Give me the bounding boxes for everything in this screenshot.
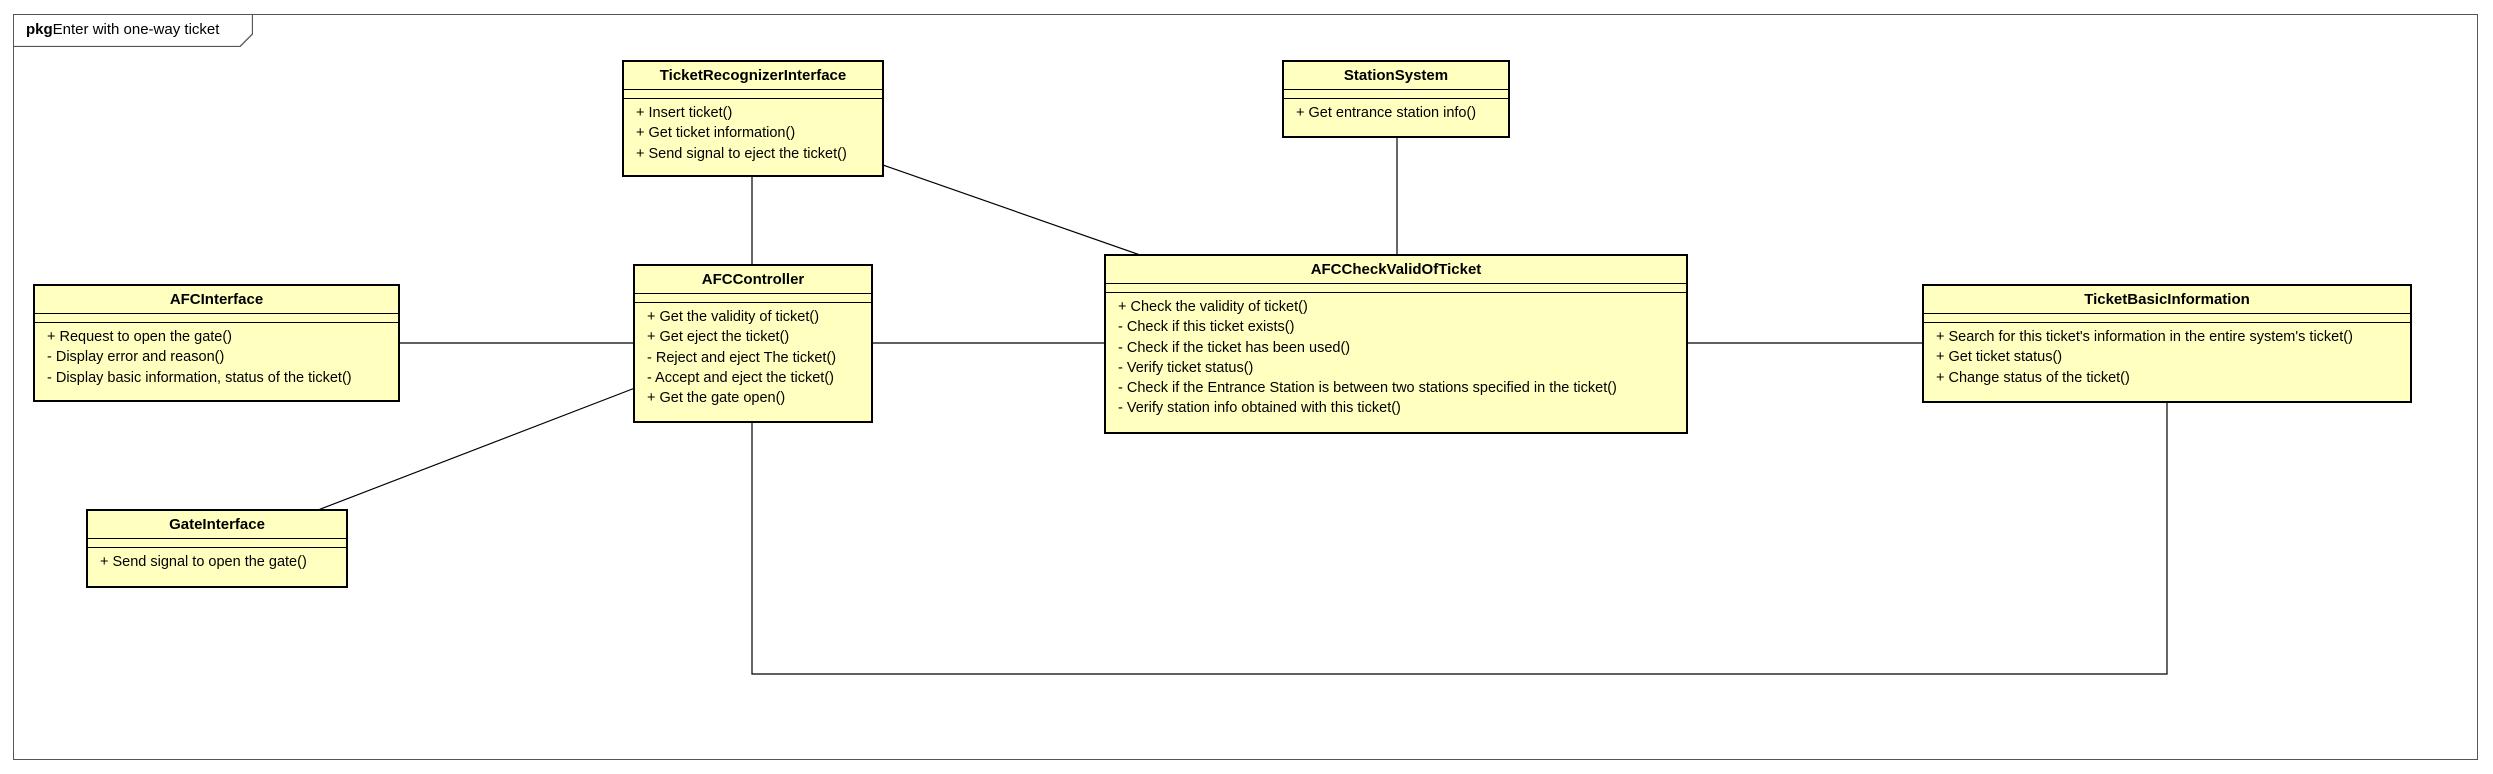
- operation: + Get the gate open(): [647, 390, 786, 407]
- operation: - Display basic information, status of t…: [47, 369, 352, 386]
- package-name: Enter with one-way ticket: [52, 21, 220, 38]
- attributes-compartment: [1284, 90, 1508, 99]
- link-controller-gate: [317, 387, 636, 511]
- operation: - Display error and reason(): [47, 349, 225, 366]
- package-label: pkgEnter with one-way ticket: [26, 21, 219, 38]
- link-controller-basicinfo: [751, 402, 2168, 675]
- attributes-compartment: [1924, 314, 2410, 323]
- class-afc-check-valid-of-ticket[interactable]: AFCCheckValidOfTicket + Check the validi…: [1104, 254, 1688, 434]
- class-name: AFCController: [635, 266, 871, 294]
- package-tab: [13, 14, 253, 47]
- operation: + Change status of the ticket(): [1936, 369, 2130, 386]
- class-ticket-basic-information[interactable]: TicketBasicInformation + Search for this…: [1922, 284, 2412, 403]
- class-name: StationSystem: [1284, 62, 1508, 90]
- operation: + Insert ticket(): [636, 105, 733, 121]
- operation: + Search for this ticket's information i…: [1936, 329, 2353, 345]
- operation: - Check if the ticket has been used(): [1118, 339, 1351, 356]
- class-name: TicketBasicInformation: [1924, 286, 2410, 314]
- operation: + Get entrance station info(): [1296, 105, 1477, 121]
- package-frame: [13, 14, 2478, 760]
- operations-compartment: + Get entrance station info(): [1284, 99, 1508, 123]
- operation: + Check the validity of ticket(): [1118, 299, 1308, 315]
- class-afc-interface[interactable]: AFCInterface + Request to open the gate(…: [33, 284, 400, 402]
- operations-compartment: + Send signal to open the gate(): [88, 548, 346, 572]
- operation: - Reject and eject The ticket(): [647, 349, 837, 366]
- operation: + Request to open the gate(): [47, 329, 233, 345]
- operation: - Accept and eject the ticket(): [647, 369, 834, 386]
- attributes-compartment: [88, 539, 346, 548]
- operation: - Check if this ticket exists(): [1118, 319, 1295, 336]
- operation: + Get ticket status(): [1936, 349, 2063, 366]
- operation: - Verify station info obtained with this…: [1118, 400, 1401, 417]
- operation: + Get ticket information(): [636, 125, 796, 142]
- attributes-compartment: [624, 90, 882, 99]
- class-station-system[interactable]: StationSystem + Get entrance station inf…: [1282, 60, 1510, 138]
- operations-compartment: + Request to open the gate() - Display e…: [35, 323, 398, 388]
- operations-compartment: + Search for this ticket's information i…: [1924, 323, 2410, 388]
- class-name: TicketRecognizerInterface: [624, 62, 882, 90]
- operation: - Check if the Entrance Station is betwe…: [1118, 380, 1617, 397]
- operation: + Send signal to eject the ticket(): [636, 145, 847, 162]
- link-recognizer-checkvalid: [882, 164, 1141, 256]
- class-ticket-recognizer-interface[interactable]: TicketRecognizerInterface + Insert ticke…: [622, 60, 884, 177]
- operation: + Send signal to open the gate(): [100, 554, 307, 570]
- operations-compartment: + Get the validity of ticket() + Get eje…: [635, 303, 871, 408]
- attributes-compartment: [635, 294, 871, 303]
- operations-compartment: + Insert ticket() + Get ticket informati…: [624, 99, 882, 164]
- operation: + Get the validity of ticket(): [647, 309, 820, 325]
- operation: - Verify ticket status(): [1118, 359, 1254, 376]
- attributes-compartment: [35, 314, 398, 323]
- operations-compartment: + Check the validity of ticket() - Check…: [1106, 293, 1686, 419]
- package-keyword: pkg: [26, 21, 53, 38]
- class-name: AFCCheckValidOfTicket: [1106, 256, 1686, 284]
- class-name: AFCInterface: [35, 286, 398, 314]
- operation: + Get eject the ticket(): [647, 329, 790, 346]
- class-afc-controller[interactable]: AFCController + Get the validity of tick…: [633, 264, 873, 423]
- attributes-compartment: [1106, 284, 1686, 293]
- class-gate-interface[interactable]: GateInterface + Send signal to open the …: [86, 509, 348, 588]
- class-name: GateInterface: [88, 511, 346, 539]
